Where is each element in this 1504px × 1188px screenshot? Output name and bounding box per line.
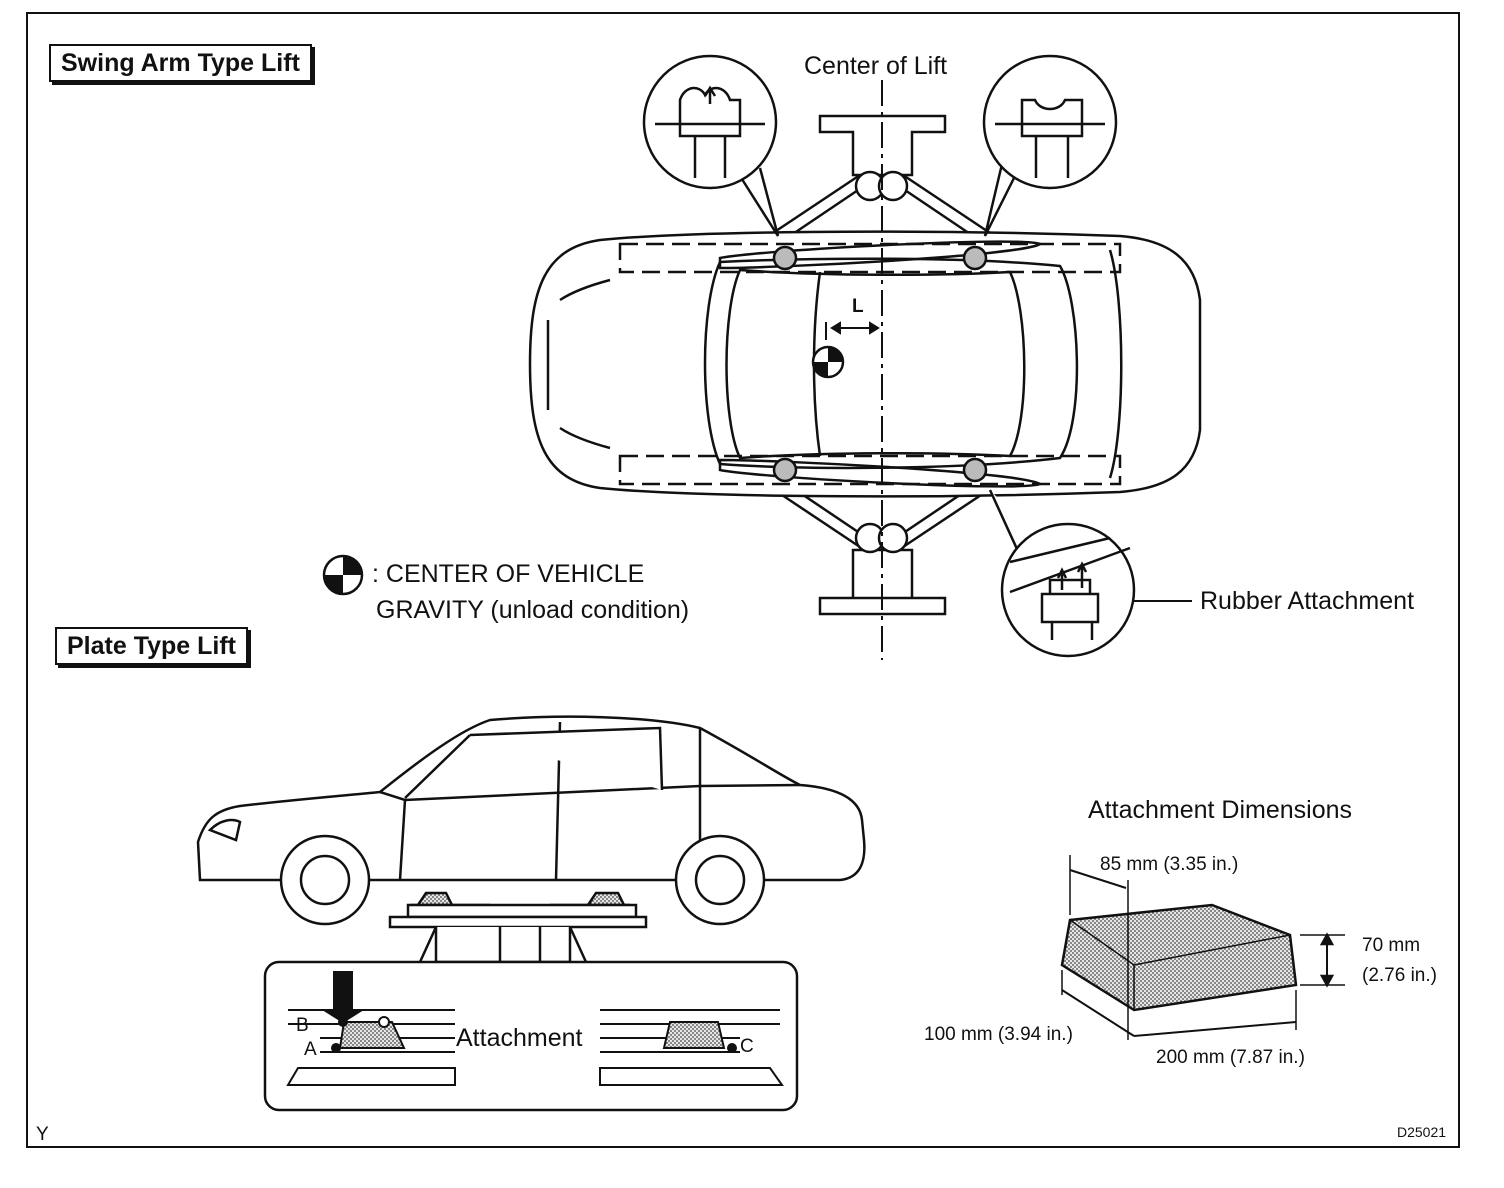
rubber-attachment-label: Rubber Attachment — [1200, 587, 1415, 615]
swing-arm-title: Swing Arm Type Lift — [49, 44, 312, 82]
attachment-label: Attachment — [456, 1024, 583, 1052]
plate-type-title: Plate Type Lift — [55, 627, 249, 665]
dim-85mm: 85 mm (3.35 in.) — [1100, 854, 1239, 875]
cog-symbol-legend — [322, 554, 364, 596]
figure-code: D25021 — [1397, 1124, 1447, 1140]
label-b: B — [296, 1015, 309, 1036]
dim-100mm: 100 mm (3.94 in.) — [924, 1024, 1073, 1045]
callout-front-left — [642, 54, 780, 237]
attachment-dimensions-title: Attachment Dimensions — [1088, 796, 1353, 824]
cog-legend-line2: GRAVITY (unload condition) — [376, 596, 690, 624]
attachment-detail — [263, 960, 799, 1112]
diagram-frame — [26, 12, 1460, 1148]
callout-rubber-attachment — [988, 489, 1192, 658]
l-dimension-label: L — [852, 296, 864, 317]
corner-mark: Y — [36, 1124, 49, 1145]
l-dimension — [825, 321, 880, 340]
callout-front-right — [982, 54, 1118, 237]
center-of-lift-label: Center of Lift — [804, 52, 948, 80]
label-c: C — [740, 1036, 754, 1057]
plate-lift — [388, 891, 648, 964]
attachment-block — [1060, 855, 1345, 1040]
car-side-view — [196, 715, 866, 926]
cog-symbol-car — [811, 345, 845, 379]
dim-70mm: 70 mm — [1362, 935, 1421, 956]
dim-200mm: 200 mm (7.87 in.) — [1156, 1047, 1305, 1068]
dim-70in: (2.76 in.) — [1362, 965, 1437, 986]
cog-legend-line1: : CENTER OF VEHICLE — [372, 560, 645, 588]
car-top-view — [528, 230, 1202, 498]
label-a: A — [304, 1039, 317, 1060]
